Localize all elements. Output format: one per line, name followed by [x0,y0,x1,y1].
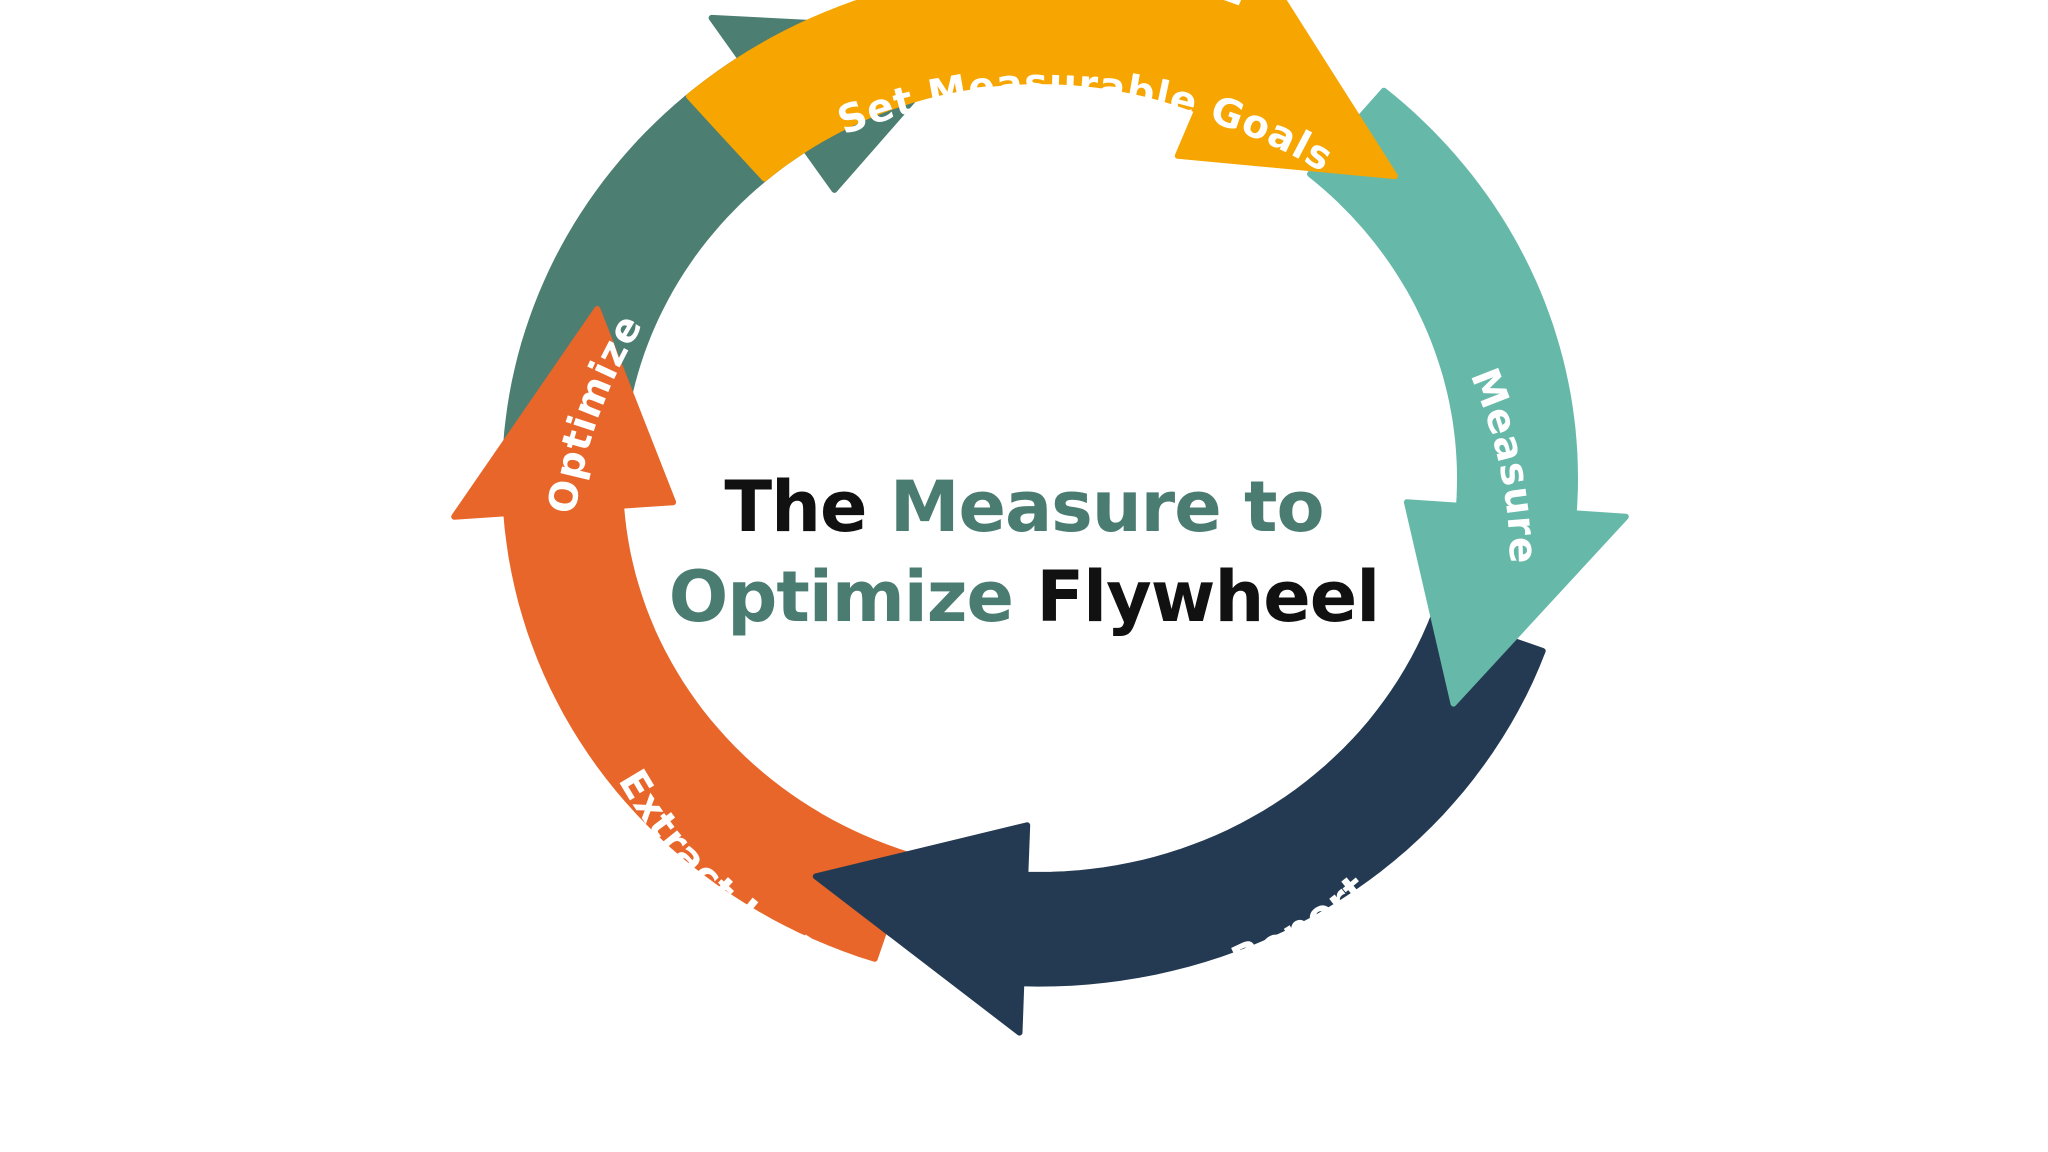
title-word-flywheel: Flywheel [1036,556,1380,638]
segment-measure-arrow [1307,87,1629,707]
title-word-the: The [724,466,867,548]
segment-report-arrow [812,610,1546,1036]
title-word-measure-to: Measure to [889,466,1325,548]
title-word-optimize: Optimize [668,556,1014,638]
title-line-1: The Measure to [624,462,1424,552]
diagram-title: The Measure to Optimize Flywheel [624,462,1424,642]
segment-extract-insights-arrow [451,306,914,962]
segment-set-measurable-goals-arrow [686,0,1398,182]
title-line-2: Optimize Flywheel [624,552,1424,642]
